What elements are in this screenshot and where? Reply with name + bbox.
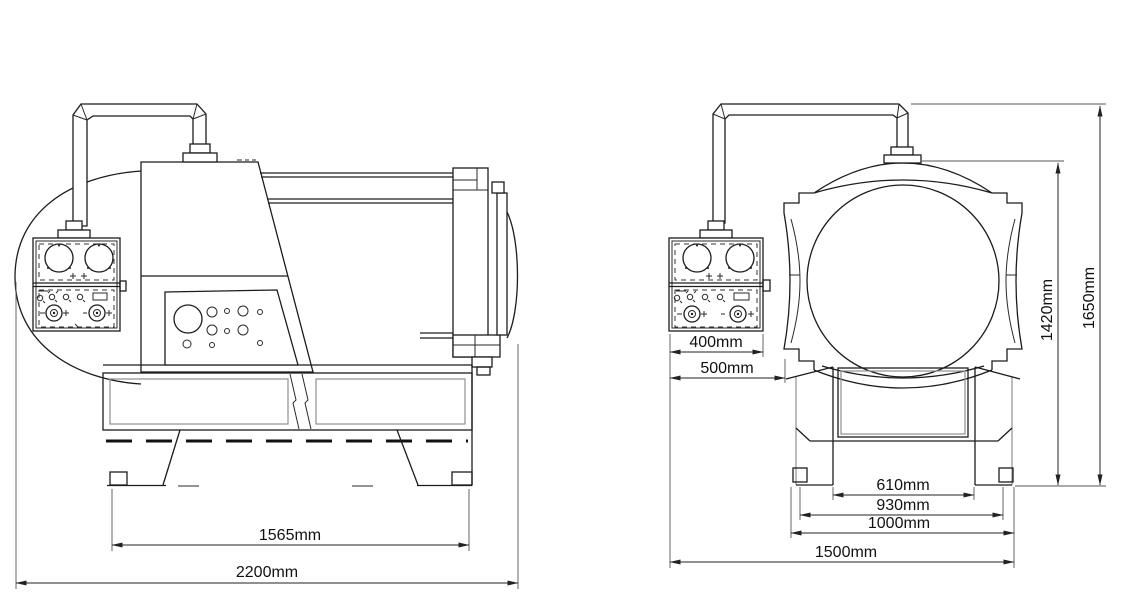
dim-label-feet-inner: 610mm [876, 477, 929, 494]
indicator-lamp-icon [36, 294, 44, 302]
base-skid [102, 364, 473, 487]
dim-label-body-height: 1420mm [1039, 279, 1056, 341]
dim-label-base-width: 1000mm [868, 515, 930, 532]
drum-shell-top [813, 162, 993, 194]
knob-icon [40, 304, 112, 322]
dim-label-overall-width: 1500mm [815, 544, 877, 561]
dim-label-panel-offset: 500mm [700, 360, 753, 377]
indicator-lamp-icon [62, 293, 70, 301]
front-view [668, 103, 1023, 486]
control-panel-front [668, 220, 771, 332]
dim-label-panel-width: 400mm [689, 334, 742, 351]
dim-label-skid-length: 1565mm [259, 527, 321, 544]
tank-end-cap-right [506, 211, 519, 339]
control-panel-side [32, 220, 127, 332]
dimensions: 1565mm 2200mm 400mm 500mm 610mm 930mm 10… [15, 103, 1106, 589]
side-view [14, 103, 519, 487]
dim-label-overall-length: 2200mm [236, 564, 298, 581]
dim-label-feet-outer: 930mm [876, 497, 929, 514]
drum-face-plate [783, 192, 1023, 370]
indicator-lamp-icon [673, 294, 681, 302]
indicator-lamp-icon [76, 293, 84, 301]
gauge-icon [44, 243, 74, 273]
drum-circle [806, 184, 1000, 378]
indicator-lamp-icon [701, 293, 709, 301]
switch-icon [92, 292, 108, 301]
hole-plate [164, 289, 299, 366]
switch-icon [733, 292, 750, 301]
knob-icon [677, 305, 754, 323]
indicator-lamp-icon [716, 293, 724, 301]
indicator-lamp-icon [48, 293, 56, 301]
gauge-icon [682, 243, 712, 273]
gauge-icon [725, 243, 755, 273]
dim-label-overall-height: 1650mm [1081, 267, 1098, 329]
exhaust-pipe-front [712, 103, 922, 224]
cylinder-body-lines [260, 172, 453, 204]
gauge-icon [84, 243, 114, 273]
rear-flange [452, 167, 508, 376]
base-stand [785, 366, 1021, 486]
indicator-lamp-icon [686, 293, 694, 301]
exhaust-pipe [72, 103, 218, 227]
